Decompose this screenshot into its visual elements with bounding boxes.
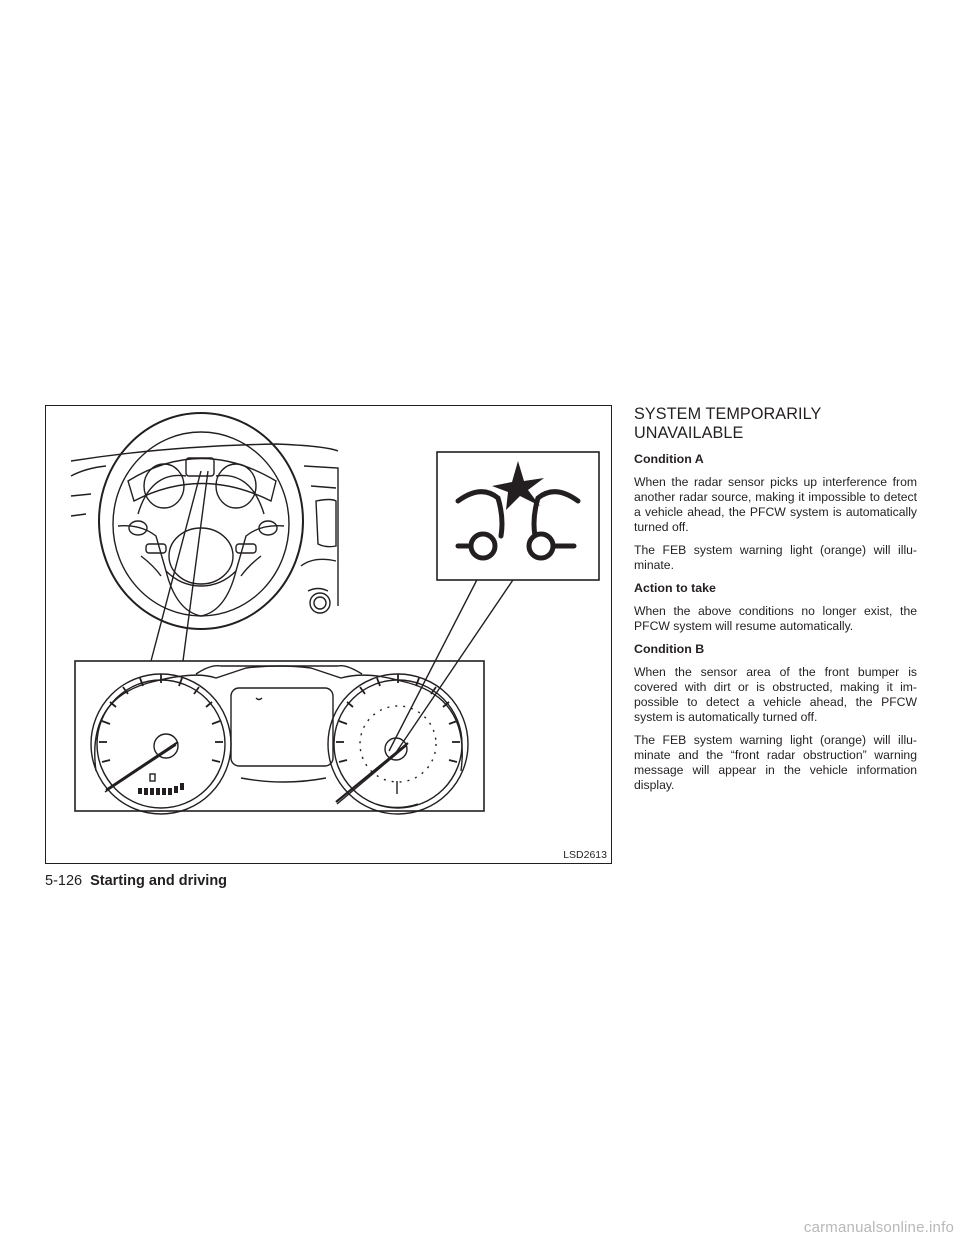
- dashboard-illustration: [70, 412, 600, 815]
- feb-warning-icon: [455, 461, 581, 561]
- watermark-text: carmanualsonline.info: [803, 1219, 954, 1236]
- illustration-figure: LSD2613: [45, 405, 612, 864]
- page-number: 5-126: [45, 873, 83, 889]
- subheading: Condition A: [634, 452, 704, 466]
- figure-code: LSD2613: [563, 849, 607, 861]
- paragraph: When the sensor area of the front bumper…: [634, 665, 917, 724]
- section-body: Condition A When the radar sensor picks u…: [634, 452, 917, 793]
- paragraph: When the above conditions no longer exis…: [634, 604, 917, 633]
- paragraph: When the radar sensor picks up interfere…: [634, 475, 917, 534]
- paragraph: The FEB system warning light (orange) wi…: [634, 543, 917, 572]
- chapter-title: Starting and driving: [90, 873, 228, 889]
- subheading: Action to take: [634, 581, 716, 595]
- subheading: Condition B: [634, 642, 705, 656]
- text-section: SYSTEM TEMPORARILY UNAVAILABLE Condition…: [634, 405, 917, 801]
- paragraph: The FEB system warning light (orange) wi…: [634, 733, 917, 792]
- section-title: SYSTEM TEMPORARILY UNAVAILABLE: [634, 405, 822, 442]
- page-footer: 5-126 Starting and driving: [45, 872, 227, 890]
